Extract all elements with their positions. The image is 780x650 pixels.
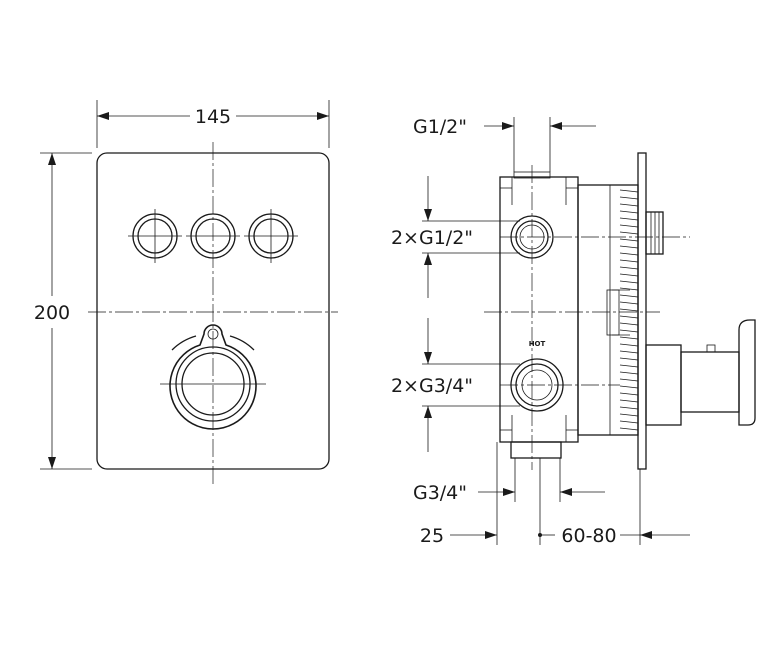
thread-line [619,287,639,291]
thread-line [619,343,639,347]
thread-line [619,322,639,326]
dimension-height: 200 [34,152,92,470]
dimension-bottom-inlet: G3/4" [413,458,605,504]
thread-line [619,399,639,403]
thread-line [619,329,639,333]
dimension-width-label: 145 [195,106,231,128]
wall-plate [637,152,647,470]
dimension-width: 145 [96,100,330,148]
thread-line [619,238,639,242]
dimension-depth-range-label: 60-80 [561,525,616,547]
dimension-top-inlet-label: G1/2" [413,116,467,138]
thread-line [619,210,639,214]
cartridge-cap [645,211,664,255]
thread-line [619,189,639,193]
thread-line [619,231,639,235]
dimension-lower-outlets: 2×G3/4" [391,318,520,452]
thread-line [619,392,639,396]
thread-line [619,203,639,207]
thread-line [619,378,639,382]
thread-line [619,406,639,410]
thread-line [619,315,639,319]
dimension-top-inlet: G1/2" [413,116,596,172]
thread-line [619,224,639,228]
thread-line [619,301,639,305]
thread-line [619,371,639,375]
front-view: 145 200 [34,100,338,485]
lower-port: HOT [510,340,564,412]
thread-line [619,252,639,256]
hot-label: HOT [529,340,546,348]
dimension-lower-outlets-label: 2×G3/4" [391,375,473,397]
temperature-knob [160,324,266,430]
push-button-right [244,209,298,263]
thread-line [619,308,639,312]
thread-lines [619,189,639,431]
thread-line [619,427,639,431]
thread-line [619,336,639,340]
thread-line [619,273,639,277]
side-view: HOT [391,116,756,547]
thread-line [619,280,639,284]
dimension-upper-outlets: 2×G1/2" [391,176,520,298]
dimension-depth-box-label: 25 [420,525,444,547]
thread-line [619,357,639,361]
thread-line [619,385,639,389]
bottom-inlet-stub [510,441,562,459]
lever-handle [645,319,756,426]
dimension-bottom-inlet-label: G3/4" [413,482,467,504]
push-button-center [186,213,240,259]
thread-line [619,420,639,424]
thread-line [619,266,639,270]
push-button-left [128,209,182,263]
dimension-height-label: 200 [34,302,70,324]
thread-line [619,217,639,221]
dimension-depth: 25 60-80 [420,442,690,547]
thread-line [619,259,639,263]
thread-line [619,364,639,368]
thread-line [619,294,639,298]
dimension-upper-outlets-label: 2×G1/2" [391,227,473,249]
thread-line [619,245,639,249]
thread-line [619,350,639,354]
thread-line [619,413,639,417]
thread-line [619,196,639,200]
